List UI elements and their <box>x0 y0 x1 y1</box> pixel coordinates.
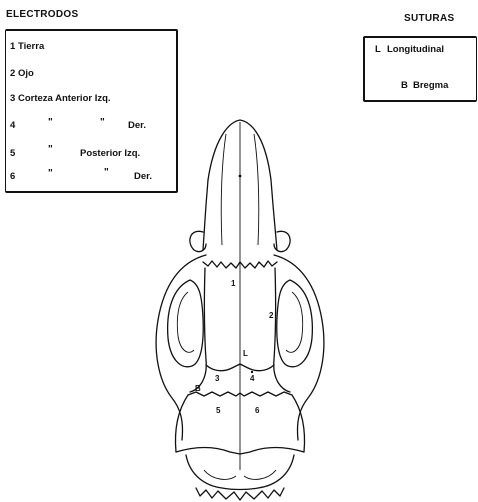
skull-label-bregma: B <box>195 384 201 393</box>
marker-dot <box>251 371 253 373</box>
occipital-condyles <box>204 470 276 479</box>
right-orbit <box>277 280 313 367</box>
right-zygomatic-arch <box>274 255 324 440</box>
skull-label-2: 2 <box>269 311 274 320</box>
right-orbit-inner <box>286 292 303 352</box>
marker-dot <box>239 175 242 178</box>
skull-label-6: 6 <box>255 406 260 415</box>
skull-snout-outline <box>208 120 277 250</box>
nasal-inner-left <box>221 134 226 245</box>
nasal-inner-right <box>254 134 259 245</box>
skull-label-1: 1 <box>231 279 236 288</box>
left-orbit <box>168 280 204 367</box>
skull-label-5: 5 <box>216 406 221 415</box>
skull-label-3: 3 <box>215 374 220 383</box>
skull-label-longitudinal: L <box>243 349 248 358</box>
left-zygomatic-arch <box>156 255 206 440</box>
skull-snout-left <box>203 180 208 250</box>
left-orbit-inner <box>177 292 194 352</box>
skull-label-4: 4 <box>250 374 255 383</box>
